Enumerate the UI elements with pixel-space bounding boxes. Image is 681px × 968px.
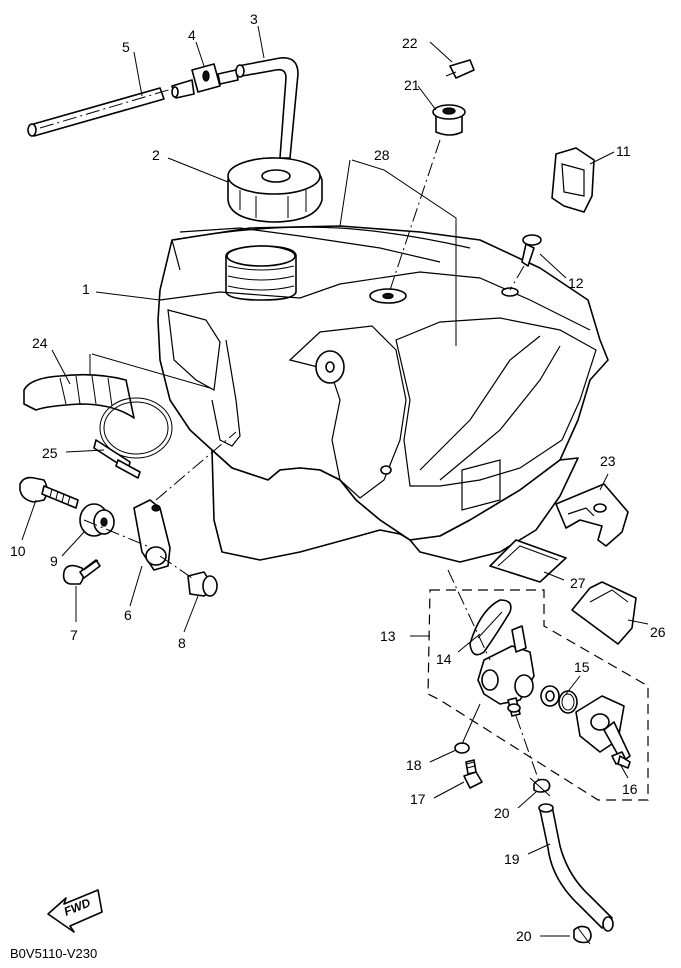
part-8-collar xyxy=(159,555,218,597)
callout-6: 6 xyxy=(124,607,132,623)
callout-labels: 1 2 3 4 5 6 7 8 9 10 11 12 13 14 15 16 1… xyxy=(10,11,666,944)
callout-9: 9 xyxy=(50,553,58,569)
callout-25: 25 xyxy=(42,445,58,461)
callout-8: 8 xyxy=(178,635,186,651)
part-1-fuel-tank xyxy=(157,159,609,563)
part-24-pad xyxy=(23,353,211,419)
callout-21: 21 xyxy=(404,77,420,93)
part-6-bracket xyxy=(83,431,237,571)
part-10-bolt xyxy=(19,476,79,509)
callout-15: 15 xyxy=(574,659,590,675)
part-11-clip xyxy=(551,147,595,213)
part-17-screw xyxy=(463,759,483,789)
part-26-pad xyxy=(571,581,637,645)
callout-20-lower: 20 xyxy=(516,928,532,944)
callout-7: 7 xyxy=(70,627,78,643)
fwd-arrow-icon: FWD xyxy=(47,889,103,933)
part-25-band xyxy=(93,397,173,479)
part-5-breather-hose xyxy=(27,87,176,137)
callout-1: 1 xyxy=(82,281,90,297)
part-13-fuel-cock-assembly xyxy=(410,569,649,801)
part-12-bolt xyxy=(509,234,542,291)
callout-20-upper: 20 xyxy=(494,805,510,821)
part-20-clip-upper xyxy=(529,777,551,797)
leader-lines xyxy=(21,25,649,937)
callout-23: 23 xyxy=(600,453,616,469)
callout-2: 2 xyxy=(152,147,160,163)
callout-27: 27 xyxy=(570,575,586,591)
part-2-fuel-cap xyxy=(227,157,323,223)
callout-28-bracket xyxy=(351,159,457,346)
part-22-bolt xyxy=(445,59,475,79)
callout-12: 12 xyxy=(568,275,584,291)
callout-3: 3 xyxy=(250,11,258,27)
part-4-check-valve xyxy=(171,63,239,99)
part-3-bent-hose xyxy=(235,57,299,159)
callout-26: 26 xyxy=(650,624,666,640)
part-23-bracket xyxy=(555,483,629,547)
part-9-damper xyxy=(79,503,115,537)
callout-14: 14 xyxy=(436,651,452,667)
callout-16: 16 xyxy=(622,781,638,797)
callout-4: 4 xyxy=(188,27,196,43)
callout-18: 18 xyxy=(406,757,422,773)
part-7-bolt xyxy=(62,559,101,585)
part-21-damper xyxy=(389,104,466,291)
callout-24: 24 xyxy=(32,335,48,351)
callout-17: 17 xyxy=(410,791,426,807)
callout-11: 11 xyxy=(616,143,631,159)
callout-22: 22 xyxy=(402,35,418,51)
diagram-code: B0V5110-V230 xyxy=(10,946,97,961)
callout-19: 19 xyxy=(504,851,520,867)
part-19-fuel-hose xyxy=(538,803,614,932)
callout-5: 5 xyxy=(122,39,130,55)
part-18-washer xyxy=(454,703,481,754)
part-20-clip-lower xyxy=(573,925,592,945)
callout-13: 13 xyxy=(380,628,396,644)
part-27-pad xyxy=(489,539,567,583)
callout-10: 10 xyxy=(10,543,26,559)
callout-28: 28 xyxy=(374,147,390,163)
